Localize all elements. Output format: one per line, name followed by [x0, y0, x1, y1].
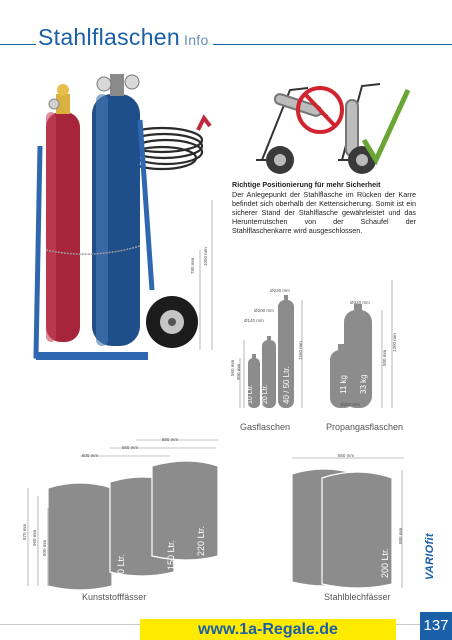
gas-cylinder-10: [248, 358, 260, 408]
propane-cylinder-11-label: 11 kg: [339, 375, 348, 394]
plastic-drum-220-label: 220 Ltr.: [196, 525, 206, 556]
gas-height-900: 900 mm: [236, 363, 241, 380]
plastic-height-960: 960 mm: [32, 529, 37, 546]
gas-cylinder-40-50: [278, 300, 294, 408]
steel-drum-200: [321, 471, 393, 589]
steel-drums-diagram: [291, 457, 404, 589]
plastic-height-800: 800 mm: [42, 539, 47, 556]
header-rule-left: [0, 44, 36, 45]
handle-red: [196, 114, 212, 131]
propane-height-1300: 1300 mm: [392, 333, 397, 352]
prohibited-icon: [296, 86, 344, 134]
info-title: Richtige Positionierung für mehr Sicherh…: [232, 180, 381, 189]
steel-width: 560 mm: [337, 453, 355, 458]
gas-10-diameter: Ø140 mm: [244, 318, 264, 323]
footer-url-bar[interactable]: www.1a-Regale.de: [140, 619, 396, 640]
propane-cylinder-33-label: 33 kg: [359, 374, 368, 394]
plastic-drums-diagram: [27, 439, 219, 591]
steel-drum-200-label: 200 Ltr.: [380, 547, 390, 578]
gas-height-560: 560 mm: [230, 359, 235, 376]
trolley-wrong: [256, 87, 329, 161]
gas-cylinder-40-label: 40 / 50 Ltr.: [282, 366, 291, 404]
gas-cylinder-20-label: 20 Ltr.: [262, 384, 269, 404]
cylinder-trolley-photo: [33, 74, 213, 360]
plastic-width-590: 590 mm: [161, 437, 179, 442]
trolley-height-dim-a: 780 mm: [190, 257, 195, 274]
page-subtitle: Info: [184, 32, 209, 48]
plastic-height-870: 870 mm: [22, 523, 27, 540]
website-link[interactable]: www.1a-Regale.de: [198, 621, 338, 638]
info-paragraph: Richtige Positionierung für mehr Sicherh…: [232, 180, 416, 235]
gas-cylinder-20: [262, 340, 276, 408]
steel-caption: Stahlblechfässer: [324, 592, 391, 602]
gas-20-diameter: Ø200 mm: [254, 308, 274, 313]
gas-caption: Gasflaschen: [240, 422, 291, 432]
plastic-drum-120: [47, 482, 113, 591]
positioning-illustration: [256, 83, 411, 174]
cylinder-sizes-diagram: [239, 280, 393, 408]
red-cylinder-valve: [56, 94, 70, 114]
trolley-height-dim-b: 1050 mm: [203, 247, 208, 266]
plastic-drum-220: [151, 460, 219, 561]
page-number: 137: [420, 612, 452, 640]
plastic-width-560: 560 mm: [121, 445, 139, 450]
header-rule-right: [213, 44, 452, 45]
info-body: Der Anlegepunkt der Stahlflasche im Rück…: [232, 190, 416, 235]
propane-cylinder-33: [344, 310, 372, 408]
blue-cylinder-valve: [110, 74, 124, 96]
propane-11-diameter: Ø300 mm: [340, 402, 360, 407]
checkmark-icon: [361, 88, 411, 166]
chain: [45, 245, 141, 255]
gas-cylinder-10-label: 10 Ltr.: [247, 384, 254, 404]
brand-logo: VARIOfit: [424, 533, 436, 580]
plastic-width-500: 500 mm: [81, 453, 99, 458]
page-title-text: Stahlflaschen: [38, 24, 180, 50]
plastic-drum-150-label: 150 Ltr.: [166, 539, 176, 570]
gas-height-1550: 1550 mm: [298, 341, 303, 360]
propane-caption: Propangasflaschen: [326, 422, 404, 432]
plastic-caption: Kunststofffässer: [82, 592, 147, 602]
steel-height: 880 mm: [398, 527, 403, 544]
plastic-drum-120-label: 120 Ltr.: [116, 553, 126, 584]
gas-40-diameter: Ø230 mm: [270, 288, 290, 293]
propane-33-diameter: Ø320 mm: [350, 300, 370, 305]
propane-height-500: 500 mm: [382, 349, 387, 366]
